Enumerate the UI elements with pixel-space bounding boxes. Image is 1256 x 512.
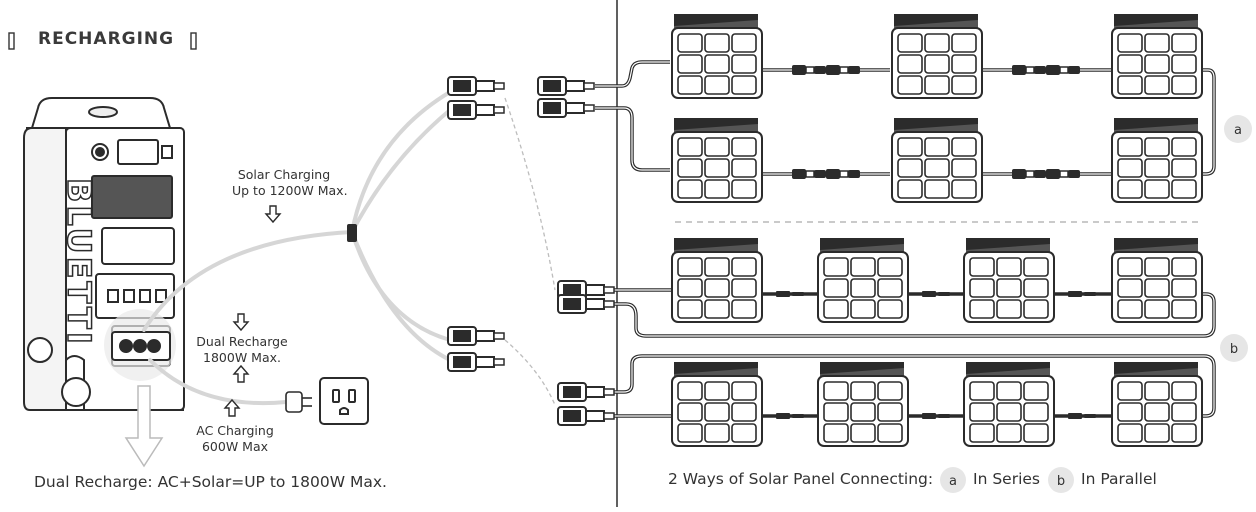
badge-b-text: b: [1230, 342, 1238, 357]
series-connection: [537, 13, 1216, 203]
dual-recharge-line2: 1800W Max.: [203, 350, 281, 365]
series-label: In Series: [973, 470, 1040, 488]
legend-badge-a-text: a: [949, 474, 957, 489]
footer-right-caption: 2 Ways of Solar Panel Connecting:: [668, 470, 934, 488]
cable-junction: [347, 224, 357, 242]
brand-logo: BLUETTI: [60, 178, 98, 347]
arrow-icons: [223, 205, 282, 417]
ac-charging-line1: AC Charging: [196, 423, 274, 438]
mc4-connector-top: [447, 76, 505, 120]
mc4-connector-bottom: [447, 326, 505, 372]
parallel-connection: [557, 237, 1216, 447]
down-arrow-icon: [124, 385, 164, 468]
ac-charging-label: AC Charging 600W Max: [183, 423, 287, 455]
solar-charging-line1: Solar Charging: [237, 167, 331, 182]
ac-charging-line2: 600W Max: [201, 439, 269, 454]
legend-badge-b-text: b: [1057, 474, 1065, 489]
cables: [142, 90, 452, 406]
wall-outlet-icon: [319, 377, 369, 425]
footer-left-caption: Dual Recharge: AC+Solar=UP to 1800W Max.: [34, 473, 387, 491]
solar-charging-line2: Up to 1200W Max.: [232, 183, 348, 198]
badge-a-text: a: [1234, 123, 1242, 138]
parallel-label: In Parallel: [1081, 470, 1157, 488]
ac-plug-icon: [285, 391, 312, 413]
dual-recharge-line1: Dual Recharge: [196, 334, 288, 349]
page-title: RECHARGING: [38, 29, 175, 49]
dual-recharge-label: Dual Recharge 1800W Max.: [190, 334, 294, 366]
title-bracket-right-icon: [190, 32, 197, 50]
legend-badge-a: [940, 467, 966, 493]
badge-b: [1220, 334, 1248, 362]
legend-badge-b: [1048, 467, 1074, 493]
title-bracket-left-icon: [8, 32, 15, 50]
badge-a: [1224, 115, 1252, 143]
solar-charging-label: Solar Charging Up to 1200W Max.: [232, 167, 348, 199]
